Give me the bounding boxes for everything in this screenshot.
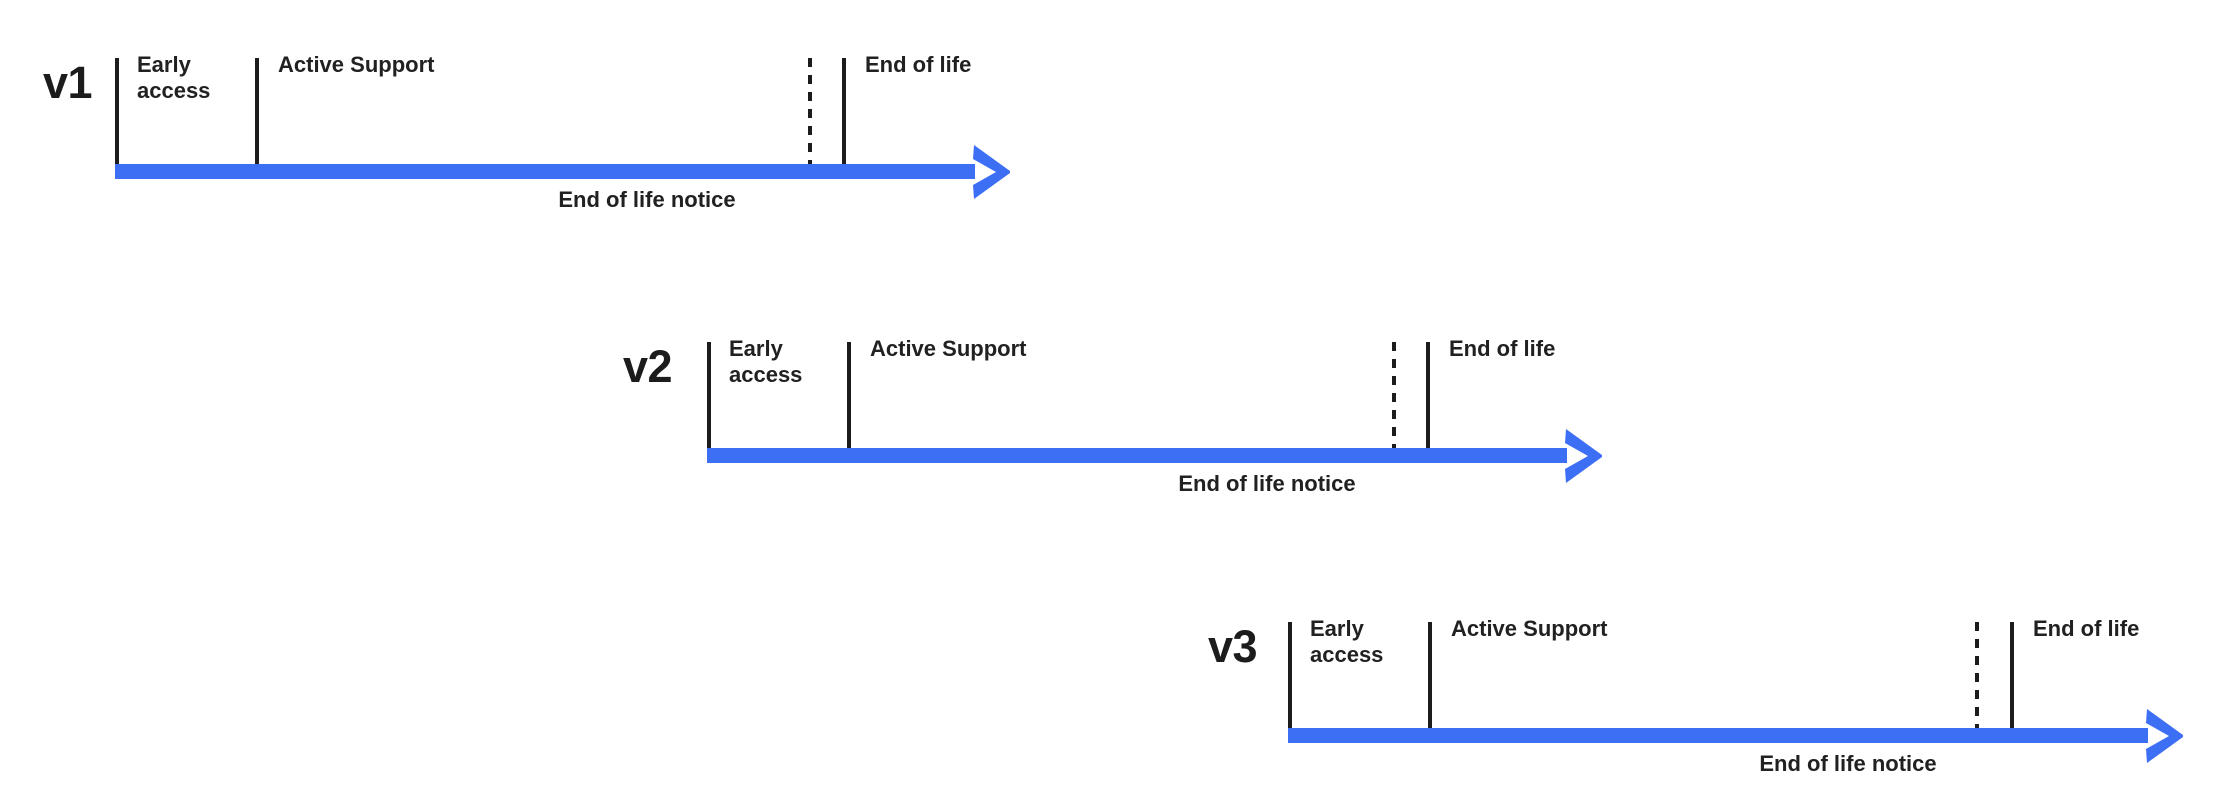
phase-label-end-of-life: End of life xyxy=(2033,616,2140,641)
version-label-v2: v2 xyxy=(622,341,673,392)
end-of-life-notice-marker xyxy=(1975,622,1979,728)
version-label-v1: v1 xyxy=(42,57,93,108)
timeline-arrow-head-icon xyxy=(960,142,1020,202)
phase-label-active-support: Active Support xyxy=(1451,616,1608,641)
phase-divider-early-access xyxy=(115,58,119,164)
phase-label-early-access: Early access xyxy=(137,52,211,103)
end-of-life-notice-marker xyxy=(1392,342,1396,448)
phase-divider-active-support xyxy=(255,58,259,164)
phase-divider-end-of-life xyxy=(1426,342,1430,448)
timeline-arrow-head-icon xyxy=(2133,706,2193,766)
end-of-life-notice-label: End of life notice xyxy=(1178,471,1356,496)
end-of-life-notice-label: End of life notice xyxy=(1759,751,1937,776)
phase-label-early-access: Early access xyxy=(729,336,803,387)
timeline-arrow-shaft xyxy=(707,448,1567,463)
phase-divider-end-of-life xyxy=(842,58,846,164)
phase-label-active-support: Active Support xyxy=(870,336,1027,361)
timeline-arrow-shaft xyxy=(1288,728,2148,743)
phase-divider-early-access xyxy=(707,342,711,448)
phase-label-active-support: Active Support xyxy=(278,52,435,77)
end-of-life-notice-label: End of life notice xyxy=(558,187,736,212)
phase-label-early-access: Early access xyxy=(1310,616,1384,667)
phase-divider-active-support xyxy=(847,342,851,448)
end-of-life-notice-marker xyxy=(808,58,812,164)
phase-divider-active-support xyxy=(1428,622,1432,728)
phase-label-end-of-life: End of life xyxy=(865,52,972,77)
timeline-arrow-shaft xyxy=(115,164,975,179)
version-label-v3: v3 xyxy=(1207,621,1258,672)
phase-divider-early-access xyxy=(1288,622,1292,728)
phase-label-end-of-life: End of life xyxy=(1449,336,1556,361)
phase-divider-end-of-life xyxy=(2010,622,2014,728)
timeline-arrow-head-icon xyxy=(1552,426,1612,486)
